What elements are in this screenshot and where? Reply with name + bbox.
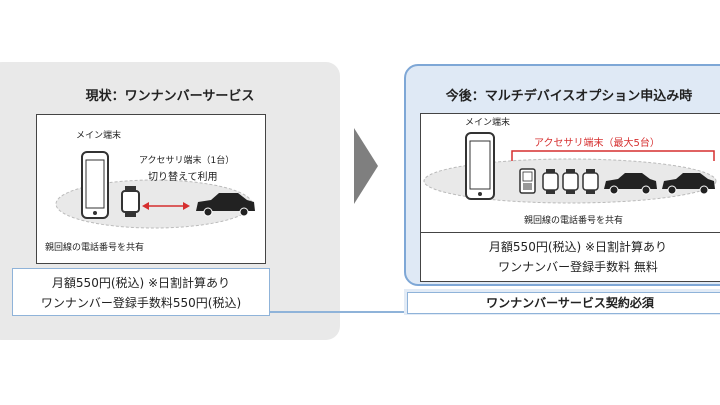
future-service-title: 今後：マルチデバイスオプション申込み時 (445, 89, 693, 104)
main-phone-icon (81, 151, 109, 219)
car-icon (662, 173, 715, 195)
current-monthly-fee: 月額550円(税込) ※日割計算あり (51, 276, 231, 290)
smartwatch-icon (582, 169, 599, 194)
car-icon (196, 193, 255, 217)
feature-phone-icon (519, 168, 536, 194)
future-registration-fee: ワンナンバー登録手数料 無料 (498, 260, 658, 274)
accessory-device-label: アクセサリ端末（1台） (139, 156, 235, 166)
main-device-label: メイン端末 (465, 118, 511, 128)
future-monthly-fee: 月額550円(税込) ※日割計算あり (488, 240, 668, 254)
current-devices-illustration (55, 151, 255, 229)
smartwatch-icon (562, 169, 579, 194)
future-devices-illustration (423, 132, 717, 204)
smartwatch-icon (542, 169, 559, 194)
contract-requirement-label: ワンナンバーサービス契約必須 (407, 292, 720, 314)
current-registration-fee: ワンナンバー登録手数料550円(税込) (40, 296, 242, 310)
accessory-bracket (511, 150, 715, 161)
share-number-label: 親回線の電話番号を共有 (524, 216, 624, 226)
smartwatch-icon (121, 186, 140, 217)
share-number-label: 親回線の電話番号を共有 (45, 243, 145, 253)
car-icon (604, 173, 657, 195)
main-device-label: メイン端末 (76, 131, 122, 141)
future-fee-box: 月額550円(税込) ※日割計算あり ワンナンバー登録手数料 無料 (420, 232, 720, 282)
current-fee-box: 月額550円(税込) ※日割計算あり ワンナンバー登録手数料550円(税込) (12, 268, 270, 316)
switch-arrow-icon (142, 202, 190, 210)
chevron-right-icon (354, 128, 378, 204)
connector-line (270, 311, 410, 313)
current-service-title: 現状：ワンナンバーサービス (85, 89, 255, 104)
switch-usage-label: 切り替えて利用 (148, 172, 218, 183)
main-phone-icon (465, 132, 495, 200)
accessory-device-label: アクセサリ端末（最大5台） (534, 138, 660, 149)
